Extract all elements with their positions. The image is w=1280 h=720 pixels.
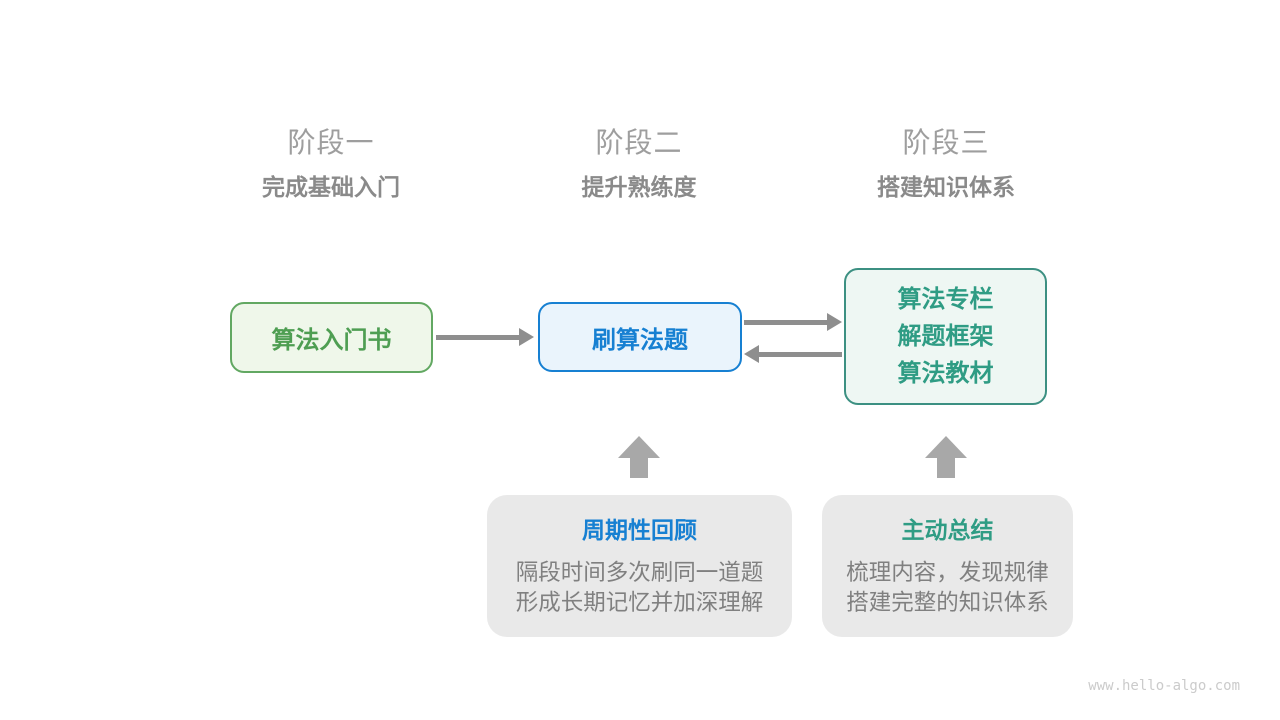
note-body-line: 搭建完整的知识体系 [846,590,1049,615]
node-resource-line-1: 算法专栏 [897,286,994,313]
stage-3-title: 阶段三 [902,127,990,158]
node-resource-line-2: 解题框架 [897,323,994,350]
stage-1-header: 阶段一 完成基础入门 [181,126,481,200]
note-body-line: 隔段时间多次刷同一道题 [515,560,764,585]
arrow-left-icon [744,345,842,363]
stage-3-subtitle: 搭建知识体系 [877,174,1015,200]
note-body-line: 梳理内容，发现规律 [846,560,1049,585]
node-resource-line-3: 算法教材 [897,360,994,387]
note-periodic-review: 周期性回顾 隔段时间多次刷同一道题 形成长期记忆并加深理解 [487,495,792,637]
arrow-right-icon [744,313,842,331]
node-intro-book-label: 算法入门书 [271,327,392,354]
note-active-summary: 主动总结 梳理内容，发现规律 搭建完整的知识体系 [822,495,1073,637]
note-active-summary-title: 主动总结 [901,517,994,543]
note-body-line: 形成长期记忆并加深理解 [515,590,764,615]
stage-2-title: 阶段二 [595,127,683,158]
arrow-up-icon [925,436,967,478]
stage-1-subtitle: 完成基础入门 [262,174,400,200]
note-periodic-review-title: 周期性回顾 [582,517,697,543]
node-practice-problems-label: 刷算法题 [592,326,688,354]
watermark: www.hello-algo.com [1088,678,1240,694]
arrow-up-icon [618,436,660,478]
stage-2-header: 阶段二 提升熟练度 [489,126,789,200]
stage-1-title: 阶段一 [287,127,375,158]
stage-3-header: 阶段三 搭建知识体系 [796,126,1096,200]
node-intro-book: 算法入门书 [230,302,433,373]
note-periodic-review-body: 隔段时间多次刷同一道题 形成长期记忆并加深理解 [516,558,764,618]
node-practice-problems: 刷算法题 [538,302,742,372]
stage-2-subtitle: 提升熟练度 [581,174,697,200]
node-knowledge-resources: 算法专栏 解题框架 算法教材 [844,268,1047,405]
arrow-right-icon [436,328,534,346]
note-active-summary-body: 梳理内容，发现规律 搭建完整的知识体系 [846,558,1049,618]
